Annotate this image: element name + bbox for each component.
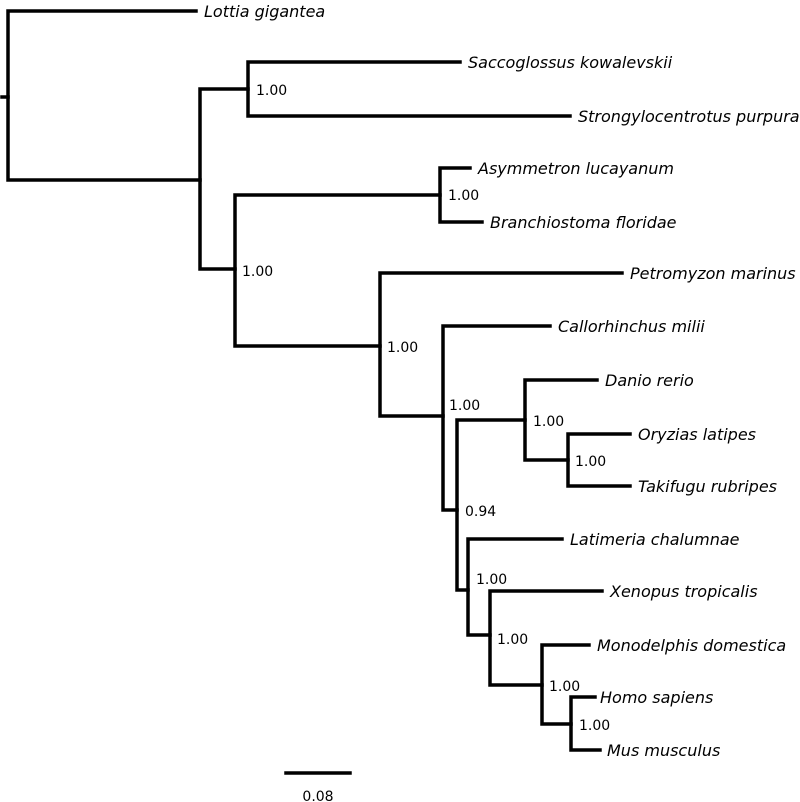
support-value: 1.00 [476, 572, 507, 588]
taxon-label: Homo sapiens [600, 688, 713, 707]
taxon-label: Lottia gigantea [204, 2, 325, 21]
chordata-node [233, 193, 442, 348]
eutheria-node [569, 695, 602, 752]
taxon-label: Oryzias latipes [638, 425, 756, 444]
taxon-label: Strongylocentrotus purpuratus [578, 107, 800, 126]
taxon-label: Monodelphis domestica [597, 636, 786, 655]
taxon-label: Danio rerio [605, 371, 694, 390]
osteichthyes-node [455, 418, 527, 592]
support-value: 1.00 [575, 454, 606, 470]
cephalochordata-node [438, 166, 484, 224]
vertebrata-node [378, 271, 624, 418]
support-value: 0.94 [465, 504, 496, 520]
taxon-label: Xenopus tropicalis [609, 582, 758, 601]
taxon-label: Branchiostoma floridae [490, 213, 677, 232]
scale-bar-label: 0.08 [302, 789, 333, 802]
ambulacraria-node [246, 60, 572, 118]
deuterostomia-node [198, 87, 250, 271]
taxon-label: Mus musculus [607, 741, 720, 760]
sarcopterygii-node [466, 537, 564, 637]
taxon-label: Saccoglossus kowalevskii [468, 53, 673, 72]
support-value: 1.00 [449, 398, 480, 414]
percomorpha-node [566, 432, 632, 488]
gnathostomata-node [441, 324, 552, 512]
support-value: 1.00 [533, 414, 564, 430]
support-value: 1.00 [387, 340, 418, 356]
support-value: 1.00 [242, 264, 273, 280]
mammalia-node [540, 643, 591, 726]
tetrapoda-node [488, 589, 604, 687]
taxon-label: Petromyzon marinus [630, 264, 796, 283]
support-value: 1.00 [256, 83, 287, 99]
support-value: 1.00 [448, 188, 479, 204]
taxon-label: Takifugu rubripes [638, 477, 777, 496]
root-node-branches [6, 9, 202, 182]
support-value: 1.00 [549, 679, 580, 695]
taxon-label: Asymmetron lucayanum [477, 159, 674, 178]
support-value: 1.00 [579, 718, 610, 734]
taxon-label: Latimeria chalumnae [570, 530, 740, 549]
teleostei-node [523, 378, 599, 462]
taxon-label: Callorhinchus milii [558, 317, 705, 336]
support-value: 1.00 [497, 632, 528, 648]
